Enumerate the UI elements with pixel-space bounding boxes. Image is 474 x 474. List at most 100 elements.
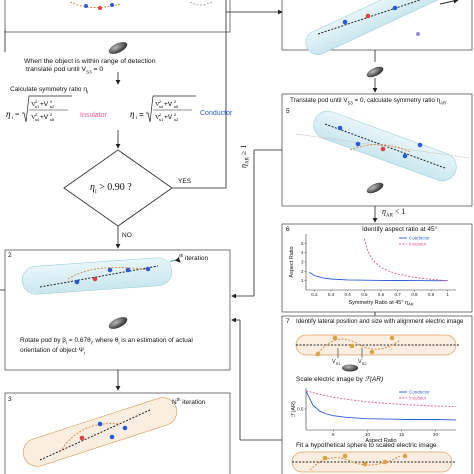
rotate-line1-tail: = 0.67θ [67, 337, 91, 344]
y-axis-label: Aspect Ratio [289, 246, 295, 277]
rotate-line1-sub: i [66, 340, 68, 346]
legend-label: Conductor [409, 390, 430, 395]
eta-lt-tail: < 1 [392, 207, 406, 216]
x-tick-label: 0.5 [361, 292, 368, 297]
eta-ge-sub: AR [245, 157, 251, 165]
y-tick-label: 4 [301, 250, 304, 255]
detect-line2-sub: S3 [86, 69, 92, 75]
detect-line1: When the object is within range of detec… [24, 58, 156, 65]
object-disc-icon [366, 66, 384, 78]
step6-title: Identify aspect ratio at 45° [362, 226, 438, 233]
x-tick-label: 0.8 [411, 292, 418, 297]
x-tick-label: 0.6 [378, 292, 385, 297]
object-disc-icon [342, 364, 358, 372]
rotate-line1-tail3: is an estimation of actual [119, 337, 193, 344]
svg-text:2: 2 [50, 112, 53, 117]
rotate-line1-tail2: , where θ [91, 337, 119, 344]
object-disc-icon [108, 317, 128, 329]
step7-number: 7 [286, 318, 290, 325]
scale-fn: ℱ(AR) [364, 376, 384, 383]
rotate-line1-text: Rotate pod by β [20, 337, 67, 344]
x-axis-label-sub: AR [408, 303, 414, 307]
svg-text:2: 2 [174, 112, 177, 117]
rotate-line2-sub: i [83, 350, 85, 356]
svg-text:2: 2 [159, 112, 162, 117]
x-tick-label: 0.4 [345, 292, 352, 297]
calc-symmetry-label: Calculate symmetry ratio ηi [10, 86, 88, 96]
detect-line2-tail: = 0 [91, 66, 104, 73]
step2-number: 2 [8, 252, 12, 259]
svg-text:s2: s2 [50, 104, 55, 109]
svg-text:2: 2 [50, 99, 53, 104]
scale-text: Scale electric image by [296, 376, 363, 383]
svg-text:V: V [31, 101, 36, 108]
translate-sub2: AR [440, 100, 447, 106]
svg-text:s4: s4 [35, 117, 40, 122]
detect-line2: translate pod until VS3 = 0 [26, 66, 103, 76]
x-axis-label: Aspect Ratio [365, 438, 396, 444]
v1-sub: S1 [335, 361, 341, 367]
x-tick-label: 0.2 [311, 292, 318, 297]
step2-iteration-tail: iteration [183, 255, 209, 263]
translate-label: Translate pod until VS3 = 0, calculate s… [290, 97, 446, 107]
v2-label: VS2 [358, 358, 367, 368]
series-line [305, 390, 457, 407]
svg-text:2: 2 [159, 99, 162, 104]
svg-text:+V: +V [40, 114, 49, 121]
svg-text:s5: s5 [174, 104, 179, 109]
step3-iteration: Nth iteration [172, 396, 205, 407]
eta-lt-label: ηAR < 1 [382, 208, 405, 221]
v1-text: V [332, 359, 336, 365]
y-tick-label: 3 [301, 260, 304, 265]
step2-iteration: ith iteration [178, 252, 208, 263]
svg-text:η: η [130, 109, 135, 119]
detect-line2-text: translate pod until V [26, 66, 87, 73]
svg-text:i: i [12, 116, 14, 121]
decision-sub: i [94, 189, 97, 195]
rotate-line1: Rotate pod by βi = 0.67θi, where θi is a… [20, 337, 193, 347]
x-tick-label: 0.7 [395, 292, 402, 297]
object-disc-icon [108, 42, 128, 54]
x-tick-label: 15 [399, 432, 405, 437]
step5-pod [295, 110, 471, 182]
step7-pod [295, 334, 460, 358]
series-line [305, 390, 457, 421]
decision-label: ηi > 0.90 ? [90, 182, 132, 198]
legend-label: Conductor [409, 236, 430, 241]
svg-text:s1: s1 [159, 117, 164, 122]
svg-text:2: 2 [35, 99, 38, 104]
svg-text:s2: s2 [174, 117, 179, 122]
eta-ge-label: ηAR ≥ 1 [239, 145, 253, 168]
x-tick-label: 0.9 [428, 292, 435, 297]
eta-lt-sub: AR [385, 213, 393, 219]
x-tick-label: 10 [365, 432, 371, 437]
eta-lt-eta: η [382, 207, 386, 216]
series-line [309, 271, 448, 282]
svg-text:2: 2 [174, 99, 177, 104]
svg-text:=: = [139, 110, 144, 119]
translate-tail: = 0, calculate symmetry ratio η [352, 97, 441, 104]
object-disc-icon [366, 182, 384, 194]
rotate-line1-sub2: i [90, 340, 92, 346]
insulator-label: Insulator [80, 112, 107, 119]
step7-title: Identify lateral position and size with … [296, 318, 464, 325]
step2-iteration-sup: th [179, 253, 184, 258]
step2-iteration-i: i [178, 255, 180, 263]
step7-fit-pod [291, 451, 456, 473]
step2-pod [21, 256, 181, 295]
svg-text:+V: +V [40, 101, 49, 108]
y-tick-label: 5 [301, 241, 304, 246]
yes-label: YES [178, 178, 192, 185]
step3-pod [22, 397, 178, 467]
step6-number: 6 [286, 226, 290, 233]
y-axis-label: ℱ(AR) [290, 401, 297, 417]
svg-text:2: 2 [35, 112, 38, 117]
step6-box [281, 223, 473, 313]
calc-symmetry-sub: i [86, 89, 88, 95]
legend-label: Insulator [409, 396, 427, 401]
translate-sub: S3 [347, 100, 353, 106]
x-tick-label: 1 [446, 292, 449, 297]
no-label: NO [122, 232, 132, 239]
